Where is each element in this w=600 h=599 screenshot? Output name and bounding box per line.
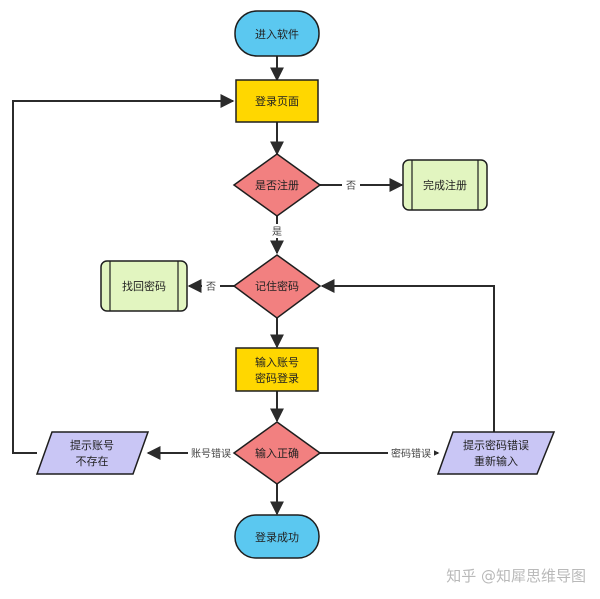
success-label: 登录成功 [255, 530, 299, 544]
recover-password-node: 找回密码 [100, 260, 188, 312]
input-correct-decision: 输入正确 [232, 421, 322, 485]
edge-label-not-registered: 否 [346, 180, 356, 192]
start-label: 进入软件 [255, 27, 299, 41]
edge-labels: 否 是 否 账号错误 密码错误 [188, 178, 434, 460]
input-credentials-line1: 输入账号 [255, 355, 299, 369]
input-credentials-line2: 密码登录 [255, 371, 299, 385]
complete-registration-node: 完成注册 [402, 159, 488, 211]
edge-label-not-remembered: 否 [206, 281, 216, 293]
start-node: 进入软件 [234, 10, 320, 57]
edge-label-account-error: 账号错误 [191, 447, 231, 460]
edge-label-password-error: 密码错误 [391, 447, 431, 460]
watermark: 知乎 @知犀思维导图 [446, 567, 586, 585]
complete-registration-label: 完成注册 [423, 178, 467, 192]
account-missing-line2: 不存在 [76, 454, 109, 468]
registered-decision: 是否注册 [232, 153, 322, 217]
registered-label: 是否注册 [255, 178, 299, 192]
password-wrong-node: 提示密码错误 重新输入 [436, 431, 556, 475]
success-node: 登录成功 [234, 514, 320, 559]
edge-password-wrong-loop [320, 279, 495, 432]
account-missing-line1: 提示账号 [70, 439, 114, 452]
input-correct-label: 输入正确 [255, 446, 299, 460]
edge-label-registered: 是 [272, 226, 282, 238]
login-page-node: 登录页面 [235, 79, 319, 123]
login-page-label: 登录页面 [255, 94, 299, 108]
edge-account-missing-loop [12, 94, 235, 454]
recover-password-label: 找回密码 [122, 279, 166, 293]
connectors [12, 56, 495, 516]
password-wrong-line2: 重新输入 [474, 454, 518, 468]
account-missing-node: 提示账号 不存在 [35, 431, 150, 475]
remember-password-label: 记住密码 [255, 279, 299, 293]
input-credentials-node: 输入账号 密码登录 [235, 347, 319, 392]
remember-password-decision: 记住密码 [232, 254, 322, 319]
password-wrong-line1: 提示密码错误 [463, 438, 529, 452]
